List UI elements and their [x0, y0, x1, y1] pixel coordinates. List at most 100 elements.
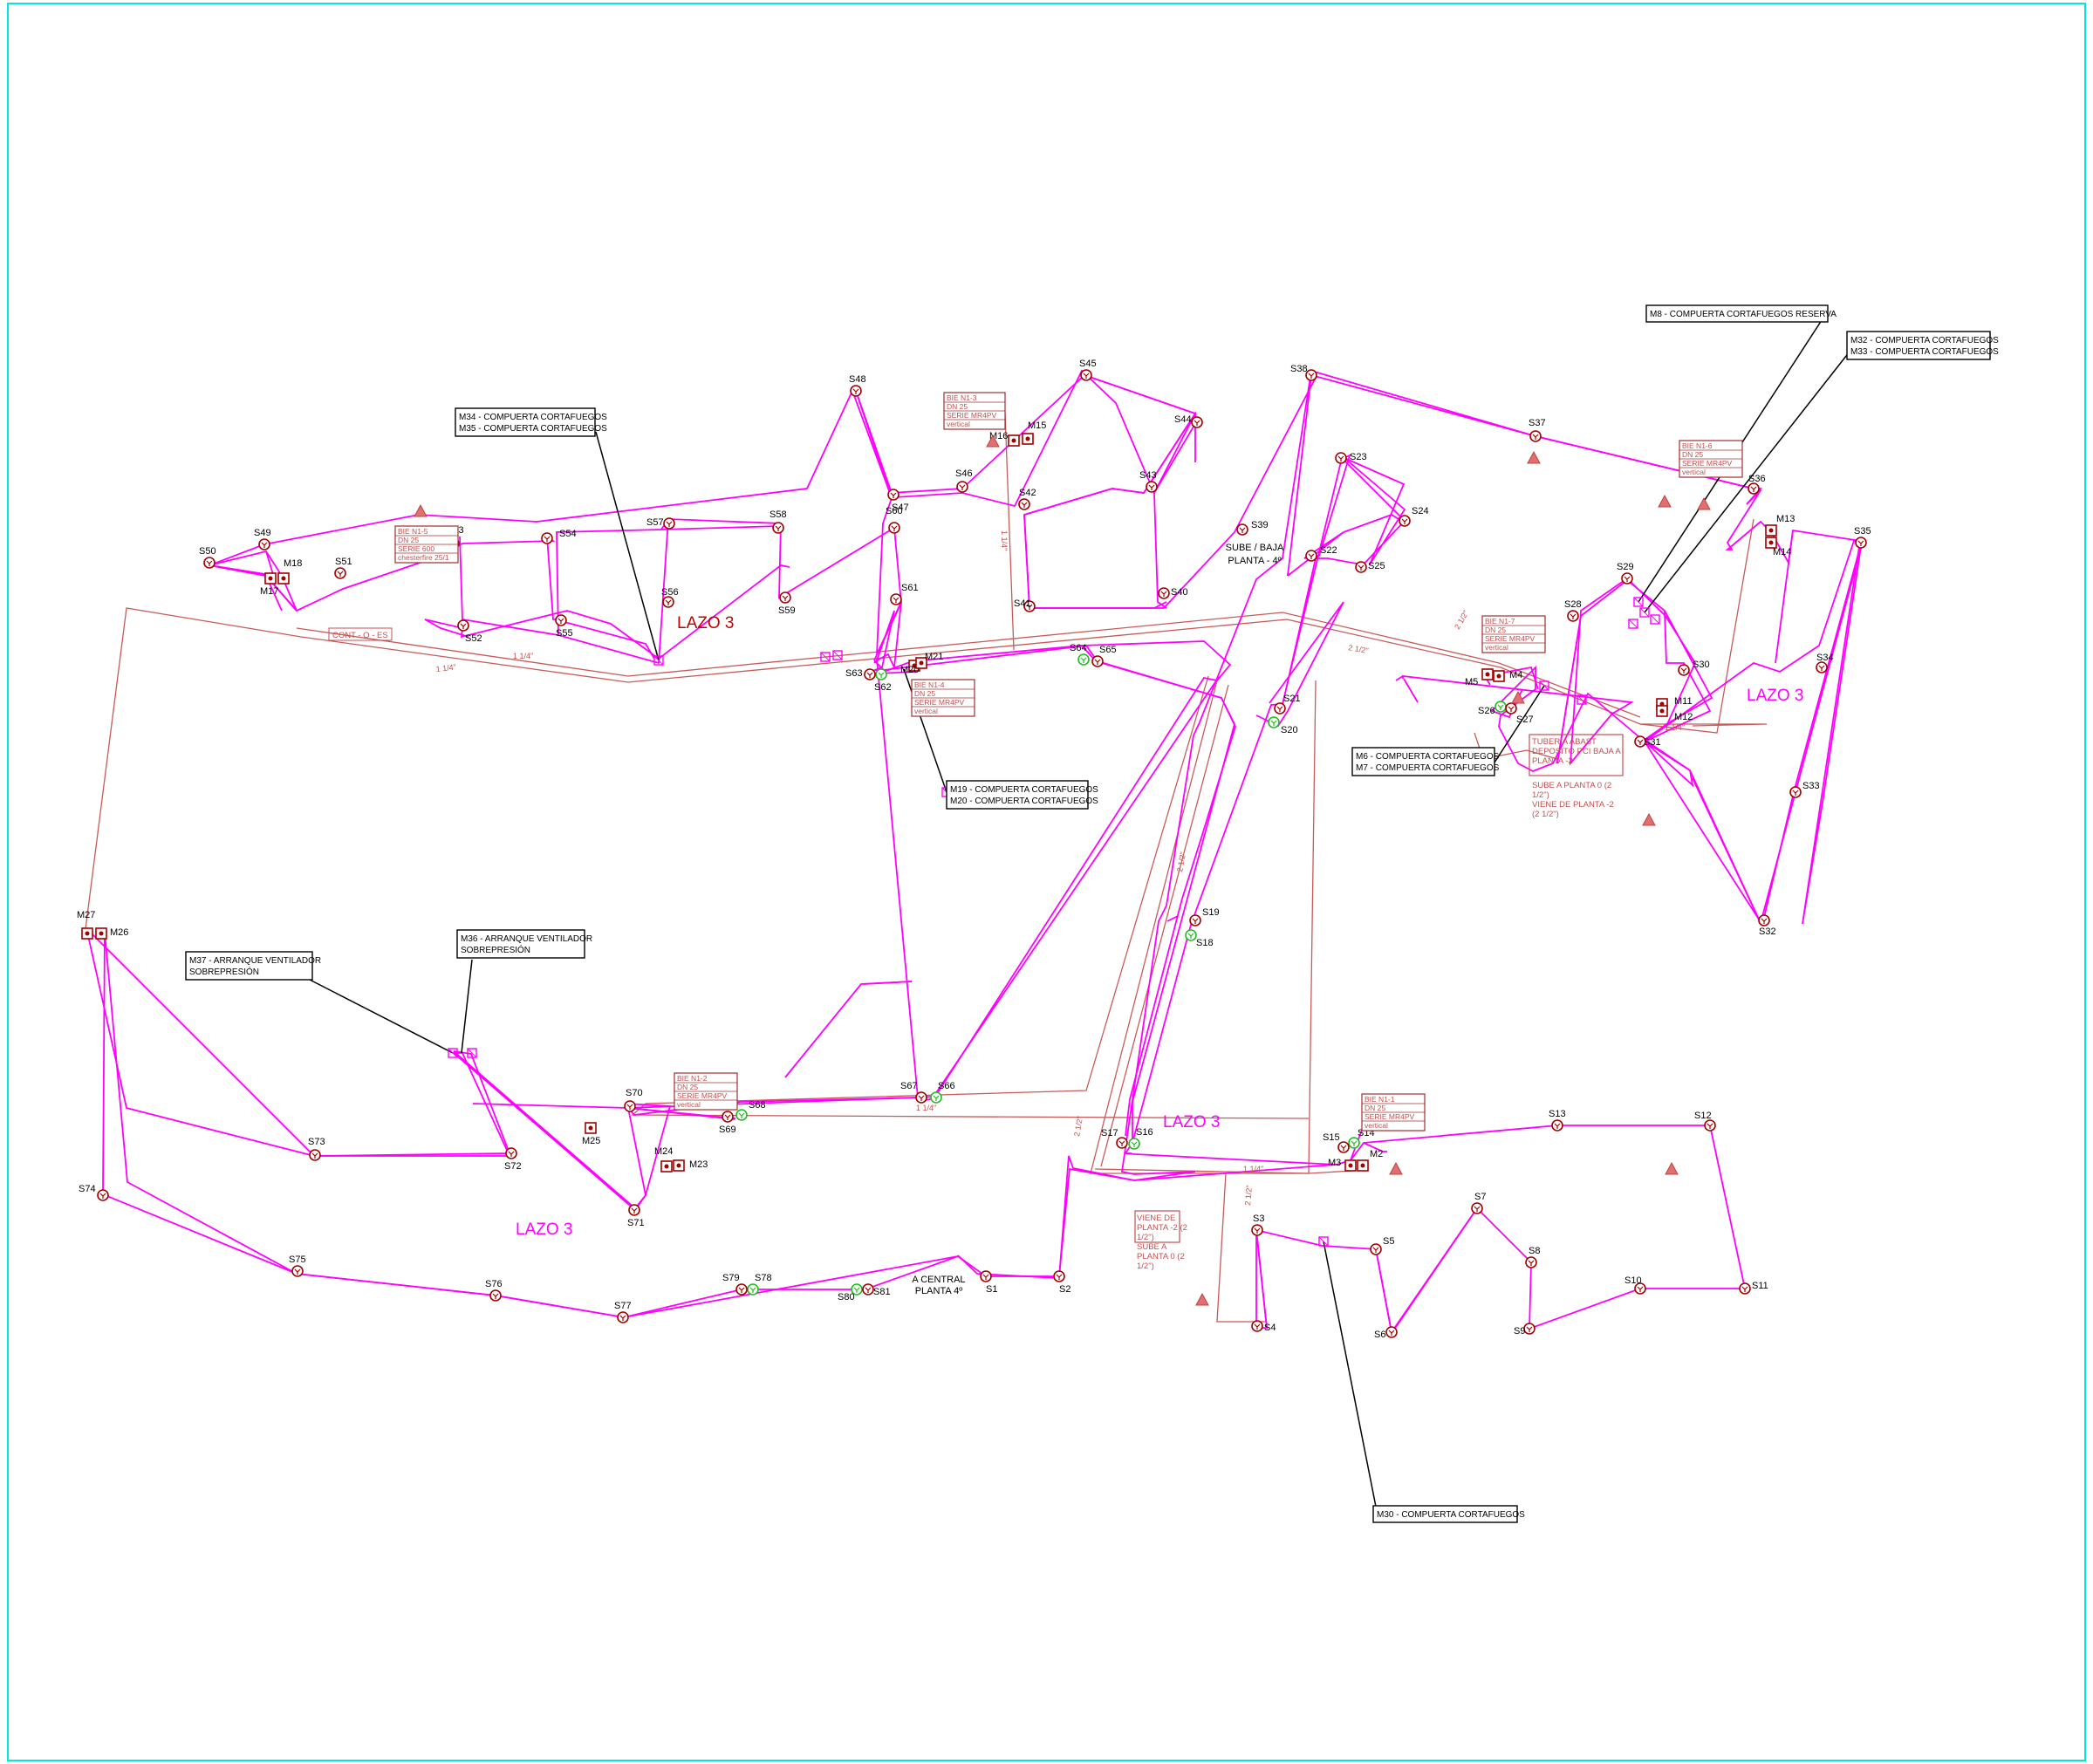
bie-text: DN 25 — [677, 1083, 698, 1091]
module-m21: M21 — [915, 652, 943, 669]
smoke-detector-icon — [1495, 701, 1507, 713]
sensor-label: S42 — [1019, 488, 1036, 498]
callout-leaders — [309, 317, 1850, 1512]
fire-damper-icon — [820, 652, 831, 662]
callout-text: M6 - COMPUERTA CORTAFUEGOS — [1356, 752, 1500, 762]
module-m18: M18 — [277, 558, 302, 585]
smoke-detector-icon — [1567, 610, 1579, 622]
sensor-s24: S24 — [1399, 506, 1429, 527]
sensor-label: S77 — [614, 1301, 632, 1311]
smoke-detector-icon — [1551, 1119, 1563, 1132]
sensor-label: S55 — [556, 628, 573, 639]
module-layer: M2M3M4M5M11M12M13M14M15M16M17M18M20M21M2… — [77, 420, 1795, 1306]
smoke-detector-icon — [930, 1091, 942, 1104]
module-label: M4 — [1509, 670, 1522, 680]
note-tuberia: DEPOSITO PCI BAJA A — [1532, 747, 1621, 756]
loop-label: LAZO 3 — [677, 614, 734, 632]
bie-text: DN 25 — [1682, 450, 1703, 459]
smoke-detector-icon — [1116, 1137, 1128, 1149]
callout-text: M32 - COMPUERTA CORTAFUEGOS — [1850, 336, 1999, 345]
sensor-s18: S18 — [1185, 929, 1214, 948]
sensor-label: S16 — [1136, 1127, 1153, 1138]
sensor-label: S67 — [900, 1081, 918, 1091]
sensor-label: S49 — [254, 528, 271, 538]
note-sube-viene: SUBE A PLANTA 0 (2 — [1532, 781, 1611, 790]
smoke-detector-icon — [1274, 702, 1286, 714]
loop-label: LAZO 3 — [1163, 1113, 1220, 1132]
note-viene-sube: 1/2") — [1137, 1233, 1154, 1242]
smoke-detector-icon — [97, 1189, 109, 1201]
smoke-detector-icon — [489, 1289, 502, 1302]
sensor-s51: S51 — [334, 557, 352, 579]
bie-text: SERIE 600 — [398, 544, 434, 553]
bie-text: BIE N1-3 — [947, 393, 977, 402]
smoke-detector-icon — [1185, 929, 1197, 941]
bie-text: DN 25 — [1365, 1104, 1385, 1112]
sensor-label: S45 — [1079, 359, 1097, 369]
fire-damper-icon — [1633, 597, 1644, 607]
smoke-detector-icon — [203, 557, 215, 569]
module-label: M13 — [1776, 514, 1795, 524]
smoke-detector-icon — [1023, 600, 1036, 612]
module-m2: M2 — [1357, 1149, 1383, 1172]
pipe-size-label: 2 1/2" — [1175, 851, 1187, 873]
smoke-detector-icon — [617, 1311, 629, 1323]
sensor-label: S60 — [886, 506, 903, 516]
smoke-detector-icon — [915, 1091, 927, 1104]
smoke-detector-icon — [1348, 1137, 1360, 1149]
sensor-s1: S1 — [980, 1270, 997, 1295]
sensor-s63: S63 — [845, 668, 876, 680]
smoke-detector-icon — [258, 538, 270, 550]
note-sube-viene: (2 1/2") — [1532, 810, 1559, 819]
sensor-label: S50 — [199, 546, 216, 557]
fire-damper-icon — [1577, 694, 1587, 705]
sensor-s44: S44 — [1174, 414, 1203, 428]
sensor-label: S69 — [719, 1125, 736, 1135]
sensor-label: S73 — [308, 1137, 325, 1147]
module-label: M26 — [110, 927, 128, 938]
sensor-s50: S50 — [199, 546, 216, 569]
smoke-detector-icon — [1355, 561, 1367, 573]
bie-text: SERIE MR4PV — [947, 411, 996, 420]
sensor-label: S28 — [1564, 599, 1582, 610]
fire-damper-icon — [1318, 1236, 1329, 1247]
callout-text: SOBREPRESIÓN — [189, 966, 259, 977]
sensor-s30: S30 — [1678, 660, 1710, 676]
detection-loop-main — [86, 373, 1862, 1335]
smoke-detector-icon — [722, 1111, 734, 1123]
sensor-s47: S47 — [887, 489, 909, 513]
fire-damper-icon — [653, 655, 664, 666]
sensor-label: S4 — [1264, 1323, 1276, 1333]
smoke-detector-icon — [1251, 1224, 1263, 1236]
sensor-label: S34 — [1816, 653, 1834, 663]
sheet-frame — [7, 3, 2086, 1761]
smoke-detector-icon — [1146, 481, 1158, 493]
sensor-s32: S32 — [1758, 914, 1776, 937]
smoke-detector-icon — [1158, 587, 1170, 599]
sensor-label: S70 — [626, 1088, 643, 1098]
sensor-s29: S29 — [1617, 562, 1634, 585]
callout-text: M19 - COMPUERTA CORTAFUEGOS — [950, 785, 1098, 795]
module-m12: M12 — [1656, 705, 1693, 722]
sensor-label: S23 — [1350, 452, 1367, 462]
sensor-s38: S38 — [1290, 364, 1317, 381]
module-m13: M13 — [1765, 514, 1795, 537]
sensor-s78: S78 — [747, 1273, 772, 1296]
pipe-size-label: 1 1/4" — [916, 1104, 936, 1112]
sensor-s59: S59 — [778, 591, 796, 616]
sensor-s81: S81 — [862, 1283, 891, 1297]
module-label: M14 — [1773, 547, 1791, 557]
sensor-label: S19 — [1202, 907, 1220, 918]
sensor-label: S48 — [849, 374, 866, 385]
sensor-label: S33 — [1802, 781, 1820, 791]
sensor-s2: S2 — [1053, 1270, 1070, 1295]
tuberia-note-box — [1529, 734, 1624, 776]
sensor-s46: S46 — [955, 468, 973, 493]
module-label: M18 — [284, 558, 302, 569]
smoke-detector-icon — [779, 591, 791, 604]
bie-text: DN 25 — [1485, 626, 1506, 634]
alarm-siren-icon — [1389, 1161, 1403, 1175]
module-label: M25 — [582, 1136, 600, 1146]
sensor-label: S68 — [749, 1100, 766, 1111]
